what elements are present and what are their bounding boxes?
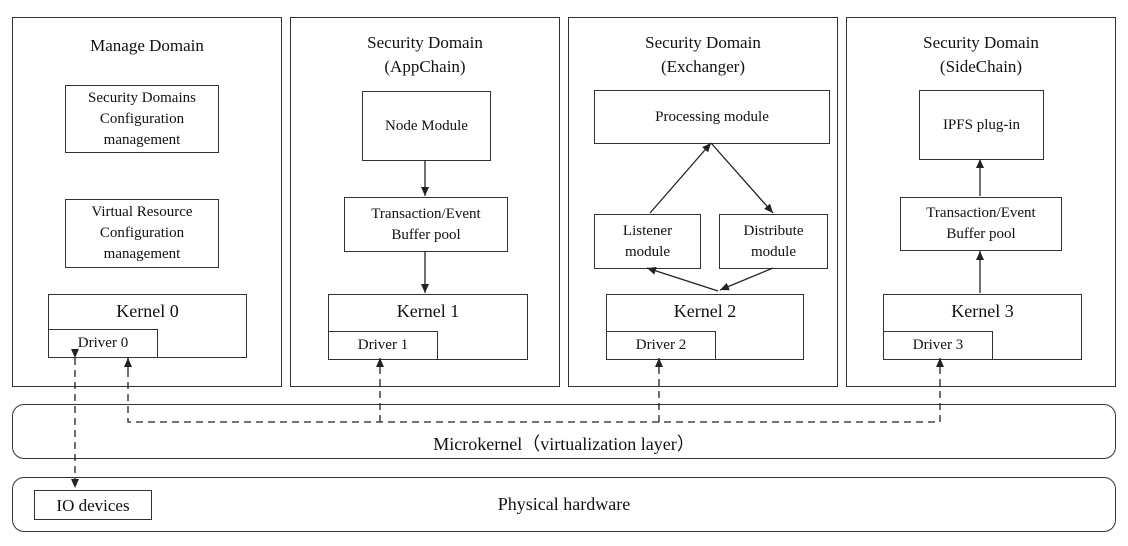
microkernel-layer: Microkernel（virtualization layer）	[12, 404, 1116, 459]
security-config-line-3: management	[103, 131, 181, 148]
sidechain-buffer-line-1: Transaction/Event	[926, 205, 1036, 221]
security-domains-config-box: Security Domains Configuration managemen…	[65, 85, 219, 153]
virtual-config-line-3: management	[103, 246, 181, 262]
security-config-line-1: Security Domains	[88, 89, 196, 106]
kernel-1-box: Kernel 1 Driver 1	[328, 294, 528, 360]
driver-3-box: Driver 3	[883, 331, 993, 360]
manage-domain-title: Manage Domain	[90, 36, 204, 55]
distribute-line-1: Distribute	[743, 222, 804, 239]
driver-0-box: Driver 0	[48, 329, 158, 358]
virtual-config-line-1: Virtual Resource	[91, 204, 193, 220]
driver-1-box: Driver 1	[328, 331, 438, 360]
appchain-buffer-line-2: Buffer pool	[391, 226, 461, 243]
kernel-0-label: Kernel 0	[116, 301, 179, 321]
exchanger-title-line-2: (Exchanger)	[660, 57, 745, 76]
sidechain-title-line-2: (SideChain)	[939, 57, 1023, 76]
appchain-buffer-pool-box: Transaction/Event Buffer pool	[344, 197, 508, 252]
node-module-box: Node Module	[362, 91, 491, 161]
kernel-3-box: Kernel 3 Driver 3	[883, 294, 1082, 360]
ipfs-plugin-box: IPFS plug-in	[919, 90, 1044, 160]
sidechain-title-line-1: Security Domain	[923, 33, 1039, 52]
kernel-0-box: Kernel 0 Driver 0	[48, 294, 247, 358]
sidechain-buffer-pool-box: Transaction/Event Buffer pool	[900, 197, 1062, 251]
physical-hardware-label: Physical hardware	[497, 494, 631, 514]
processing-module-box: Processing module	[594, 90, 830, 144]
listener-line-1: Listener	[622, 222, 673, 239]
sidechain-buffer-line-2: Buffer pool	[946, 226, 1016, 242]
kernel-3-label: Kernel 3	[951, 301, 1014, 321]
kernel-2-label: Kernel 2	[673, 301, 737, 321]
virtual-config-line-2: Configuration	[99, 225, 185, 241]
kernel-1-label: Kernel 1	[396, 301, 460, 321]
appchain-title-line-2: (AppChain)	[384, 57, 466, 76]
distribute-module-box: Distribute module	[719, 214, 828, 269]
kernel-2-box: Kernel 2 Driver 2	[606, 294, 804, 360]
listener-line-2: module	[625, 243, 670, 260]
appchain-buffer-line-1: Transaction/Event	[371, 205, 481, 222]
microkernel-label: Microkernel（virtualization layer）	[433, 434, 695, 454]
exchanger-title-line-1: Security Domain	[645, 33, 761, 52]
appchain-title-line-1: Security Domain	[367, 33, 483, 52]
listener-module-box: Listener module	[594, 214, 701, 269]
driver-2-box: Driver 2	[606, 331, 716, 360]
physical-hardware-layer: Physical hardware IO devices	[12, 477, 1116, 532]
security-config-line-2: Configuration	[99, 110, 185, 127]
exchanger-domain-panel: Security Domain (Exchanger) Processing m…	[568, 17, 838, 387]
virtual-resource-config-box: Virtual Resource Configuration managemen…	[65, 199, 219, 268]
distribute-line-2: module	[751, 243, 796, 260]
sidechain-domain-panel: Security Domain (SideChain) IPFS plug-in…	[846, 17, 1116, 387]
processing-module-label: Processing module	[655, 108, 769, 125]
node-module-label: Node Module	[385, 117, 468, 134]
ipfs-plugin-label: IPFS plug-in	[942, 116, 1021, 133]
appchain-domain-panel: Security Domain (AppChain) Node Module T…	[290, 17, 560, 387]
io-devices-box: IO devices	[34, 490, 152, 520]
manage-domain-panel: Manage Domain Security Domains Configura…	[12, 17, 282, 387]
